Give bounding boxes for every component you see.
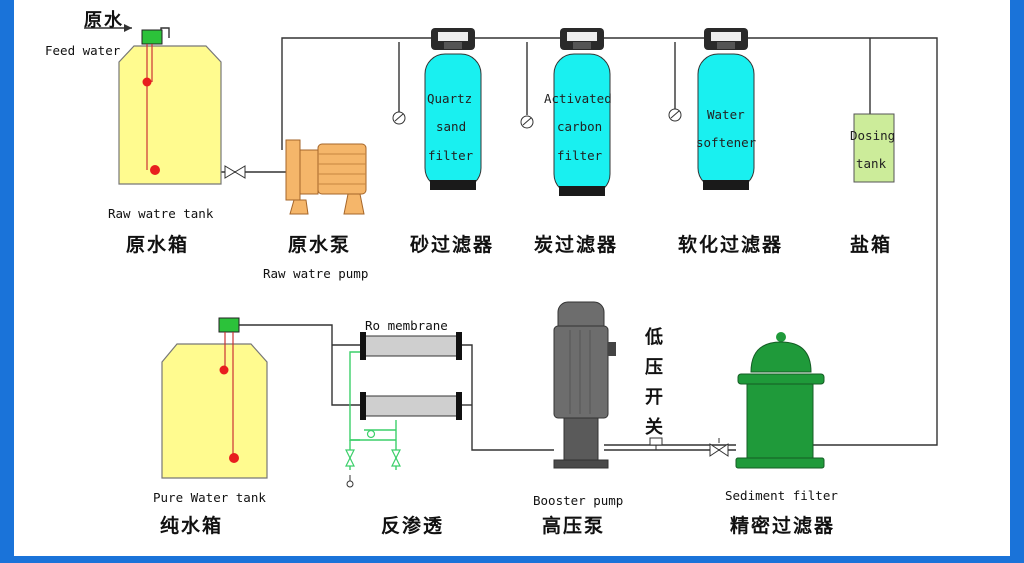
ro-out-pipe [458,344,554,451]
carbon-filter-line3: filter [557,148,603,163]
dosing-cn-label: 盐箱 [850,233,892,256]
sand-filter-line3: filter [428,148,474,163]
pump-flange [285,139,301,201]
raw-pump-cn-label: 原水泵 [288,234,351,256]
carbon-filter-cn-label: 炭过滤器 [534,234,618,256]
feed-arrow-icon [124,24,132,32]
ro-flush-valves-icon [345,429,401,467]
ro-membranes [345,332,462,488]
pure-tank-level-sensor-icon [218,317,240,333]
feed-valve-icon [224,165,246,179]
pure-tank-float-low-icon [229,453,239,463]
raw-tank-level-sensor-icon [141,29,163,45]
raw-tank-body [118,45,222,185]
booster-motor [553,325,609,419]
dosing-line2: tank [856,156,887,171]
sediment-inlet-valve-icon [709,438,729,457]
sediment-base [735,457,825,469]
low-pressure-switch-icon [649,437,663,450]
softener-cn-label: 软化过滤器 [678,233,783,256]
sand-filter-cn-label: 砂过滤器 [410,234,494,256]
dosing-tank [853,113,895,183]
sand-filter-line1: Quartz [427,91,472,106]
feed-water-cn-label: 原水 [84,9,124,31]
booster-junction-box [608,342,616,356]
low-pressure-char-3: 开 [645,387,663,408]
top-manifold-pipe [281,37,938,446]
ro-membrane-bottom [363,395,459,417]
pure-tank-en-label: Pure Water tank [153,490,266,505]
low-pressure-char-2: 压 [645,357,663,378]
sediment-dome [750,341,812,373]
pump-foot-right [343,193,365,215]
process-diagram: 原水 Feed water Raw watre tank 原水箱 原水泵 Raw… [14,0,1010,556]
softener-line2: softener [696,135,757,150]
booster-body [563,417,599,461]
pure-tank-body [161,343,268,479]
booster-base [553,459,609,469]
ro-drain-icon [346,480,354,488]
booster-cn-label: 高压泵 [542,514,605,537]
sediment-filter [735,332,825,469]
raw-tank-float-high-icon [142,77,152,87]
raw-water-tank [118,29,222,185]
raw-tank-en-label: Raw watre tank [108,206,214,221]
quartz-sand-filter [392,28,482,190]
pure-tank-cn-label: 纯水箱 [160,514,223,537]
sand-filter-base [430,180,476,190]
low-pressure-char-4: 关 [645,416,663,438]
raw-tank-cn-label: 原水箱 [126,233,189,256]
sediment-en-label: Sediment filter [725,488,838,503]
booster-en-label: Booster pump [533,493,623,508]
pump-motor [317,143,367,195]
carbon-filter-line1: Activated [544,91,612,106]
raw-water-pump [285,139,367,215]
sediment-body [746,383,814,459]
pure-water-tank [161,317,268,479]
low-pressure-char-1: 低 [644,326,663,348]
carbon-filter-line2: carbon [557,119,602,134]
raw-tank-float-low-icon [150,165,160,175]
sand-filter-line2: sand [436,119,466,134]
softener-line1: Water [707,107,745,122]
sediment-flange [737,373,825,385]
ro-membrane-top [363,335,459,357]
feed-water-en-label: Feed water [45,43,121,58]
ro-membrane-en-label: Ro membrane [365,318,448,333]
sediment-cn-label: 精密过滤器 [730,514,835,537]
dosing-line1: Dosing [850,128,895,143]
water-softener [668,28,755,190]
dosing-tank-body [853,113,895,183]
pure-tank-float-high-icon [219,365,229,375]
water-treatment-flow-svg: 原水 Feed water Raw watre tank 原水箱 原水泵 Raw… [45,9,938,537]
booster-pump [553,301,616,469]
ro-cn-label: 反渗透 [381,514,444,537]
activated-carbon-filter [520,28,611,196]
sediment-vent-icon [776,332,786,342]
pure-tank-pipe [239,324,364,406]
pump-foot-left [289,199,309,215]
raw-pump-en-label: Raw watre pump [263,266,368,281]
